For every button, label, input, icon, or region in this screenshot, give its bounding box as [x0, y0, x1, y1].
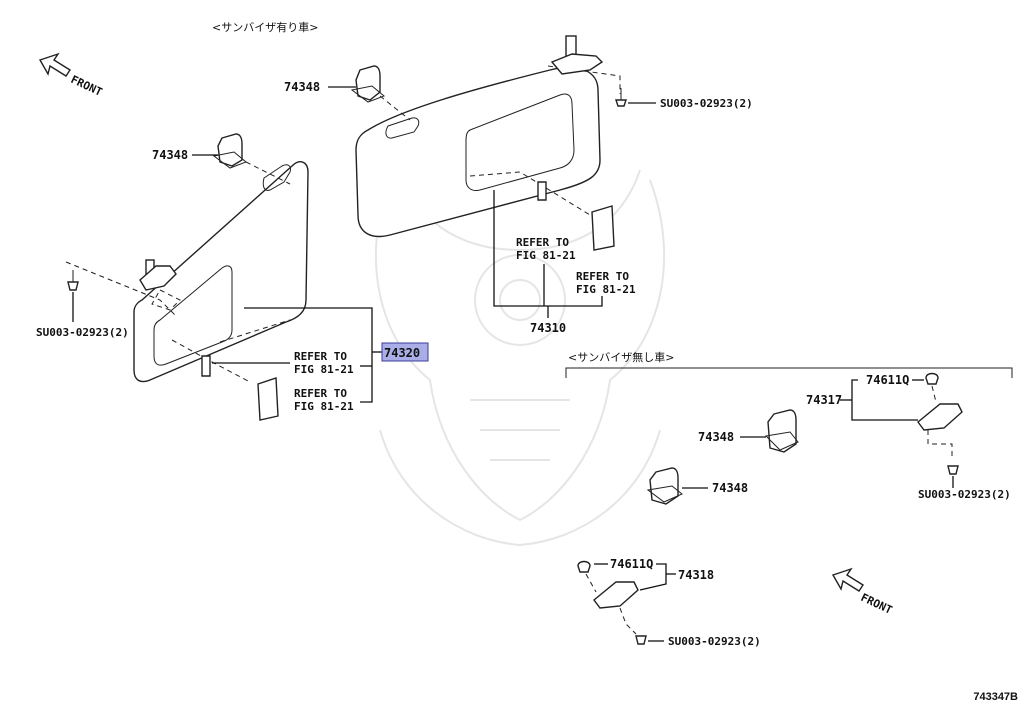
part-number-74310[interactable]: 74310 [530, 321, 566, 335]
visor-pin-lh [201, 355, 211, 377]
clip-lower [577, 560, 591, 573]
sun-visor-rh [355, 65, 621, 238]
screw-label-bottom[interactable]: SU003-02923(2) [668, 635, 761, 648]
visor-holder-top [350, 65, 385, 103]
visor-pin-rh [537, 181, 547, 201]
refer-lh-b-line2: FIG 81-21 [294, 400, 354, 413]
visor-bracket-left [139, 259, 177, 291]
part-number-74318[interactable]: 74318 [678, 568, 714, 582]
front-arrow-bottom-right: FRONT [831, 567, 895, 617]
screw-label-left[interactable]: SU003-02923(2) [36, 326, 129, 339]
front-label-bottom: FRONT [859, 591, 895, 617]
vanity-pad-lh [257, 377, 279, 421]
screw-icon-right-mid [947, 465, 959, 475]
part-number-74611Q-lower[interactable]: 74611Q [610, 557, 653, 571]
refer-lh-b-line1: REFER TO [294, 387, 347, 400]
visor-bracket-top-right [550, 35, 604, 75]
screw-icon-left [67, 270, 79, 291]
part-number-74348-mid-b[interactable]: 74348 [712, 481, 748, 495]
refer-lh-a-line2: FIG 81-21 [294, 363, 354, 376]
refer-rh-a-line2: FIG 81-21 [516, 249, 576, 262]
part-number-74348-mid-a[interactable]: 74348 [698, 430, 734, 444]
part-number-highlight [381, 342, 429, 362]
screw-icon-top-right [615, 88, 627, 107]
sun-visor-lh [65, 161, 309, 383]
refer-rh-a-line1: REFER TO [516, 236, 569, 249]
refer-lh-a-line1: REFER TO [294, 350, 347, 363]
part-number-74320[interactable]: 74320 [384, 346, 420, 360]
front-arrow-top-left: FRONT [38, 52, 105, 99]
without-visor-bracket-line [565, 367, 1013, 378]
visor-holder-mid-b [646, 467, 683, 505]
screw-label-right-mid[interactable]: SU003-02923(2) [918, 488, 1011, 501]
figure-code: 743347B [973, 691, 1018, 703]
visor-holder-left [212, 133, 247, 169]
refer-rh-b-line1: REFER TO [576, 270, 629, 283]
part-number-74611Q-upper[interactable]: 74611Q [866, 373, 909, 387]
refer-rh-b-line2: FIG 81-21 [576, 283, 636, 296]
vanity-pad-rh [591, 205, 615, 251]
visor-bracket-upper [917, 403, 963, 431]
part-number-74317[interactable]: 74317 [806, 393, 842, 407]
part-number-74348-left[interactable]: 74348 [152, 148, 188, 162]
front-label-top: FRONT [69, 73, 105, 99]
part-number-74348-top[interactable]: 74348 [284, 80, 320, 94]
visor-bracket-lower [593, 581, 639, 609]
screw-icon-bottom [635, 635, 647, 645]
heading-without-visor: <サンバイザ無し車> [568, 350, 674, 364]
visor-holder-mid-a [764, 409, 799, 453]
screw-label-top-right[interactable]: SU003-02923(2) [660, 97, 753, 110]
clip-upper [925, 372, 939, 385]
heading-with-visor: <サンバイザ有り車> [212, 20, 318, 34]
